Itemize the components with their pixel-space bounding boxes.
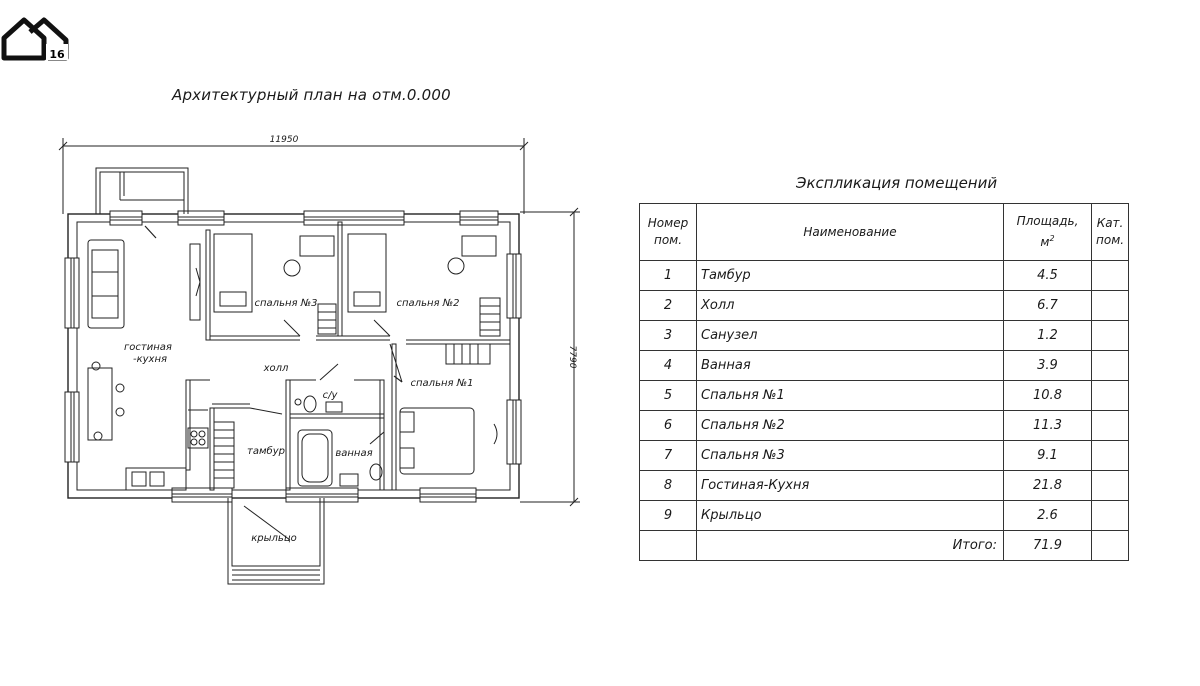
- dim-width: 11950: [270, 135, 299, 145]
- room-label-living-2: -кухня: [133, 354, 167, 365]
- room-label-bedroom-3: спальня №3: [255, 298, 318, 309]
- floor-plan: 11950 7790 гостиная -кухня холл тамбур в…: [58, 135, 580, 585]
- dim-height: 7790: [567, 346, 577, 369]
- room-label-living: гостиная: [124, 342, 172, 353]
- house-logo-icon: 16: [1, 17, 69, 61]
- room-label-hall: холл: [263, 363, 289, 374]
- room-label-bedroom-1: спальня №1: [411, 378, 474, 389]
- explication-title: Экспликация помещений: [796, 174, 998, 192]
- total-value: 71.9: [1003, 530, 1092, 561]
- total-label: Итого:: [696, 530, 1004, 561]
- table-total-row: Итого: 71.9: [639, 530, 1130, 561]
- plan-title: Архитектурный план на отм.0.000: [172, 86, 451, 104]
- room-label-wc: с/у: [323, 390, 339, 401]
- room-label-vestibule: тамбур: [247, 445, 285, 457]
- room-label-porch: крыльцо: [251, 533, 297, 544]
- header-category: Кат.пом.: [1090, 203, 1130, 261]
- logo-badge: 16: [49, 48, 65, 61]
- header-area: Площадь,м2: [1003, 203, 1092, 261]
- room-label-bedroom-2: спальня №2: [397, 298, 460, 309]
- room-label-bath: ванная: [335, 448, 372, 459]
- header-name: Наименование: [696, 203, 1004, 261]
